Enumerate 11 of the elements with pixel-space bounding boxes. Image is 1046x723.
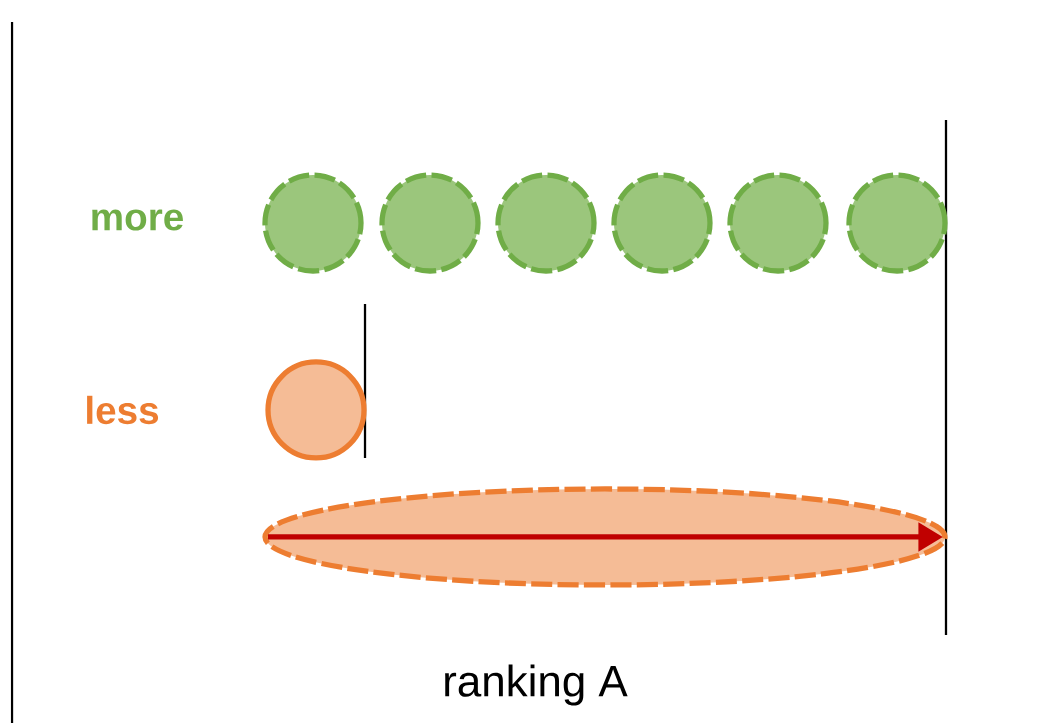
circle — [611, 172, 713, 274]
circle — [265, 359, 367, 461]
circle — [846, 172, 948, 274]
axis-label: ranking A — [445, 664, 628, 706]
row-label: less — [87, 395, 159, 425]
circle — [495, 172, 597, 274]
circle — [262, 172, 364, 274]
row-label: more — [92, 209, 183, 231]
ellipse-shape — [262, 486, 948, 588]
circle — [727, 172, 829, 274]
circle — [379, 172, 481, 274]
